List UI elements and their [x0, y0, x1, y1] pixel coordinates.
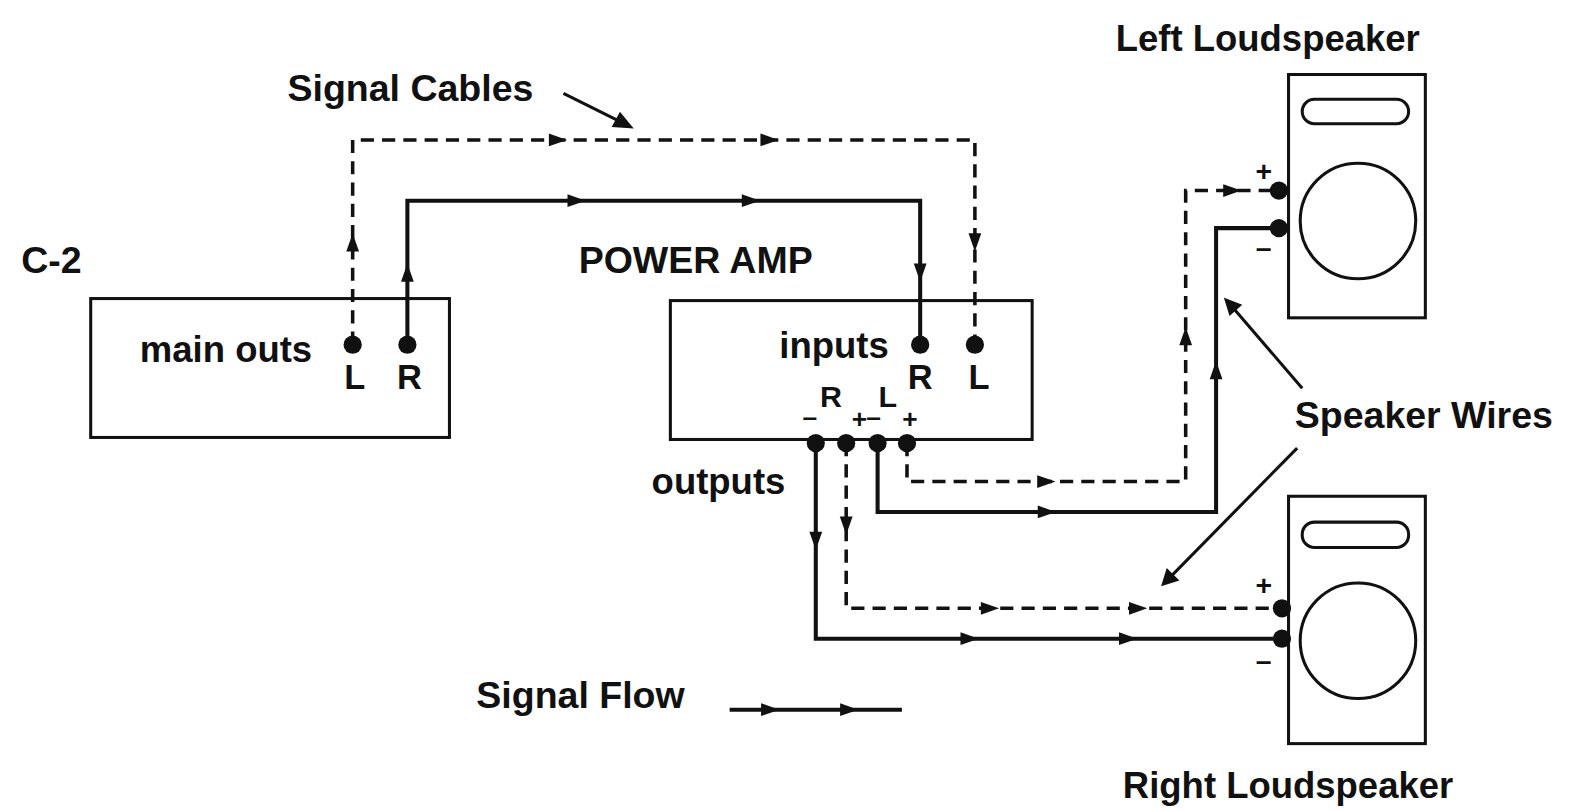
wire-path	[816, 443, 1282, 639]
wire-connector	[401, 194, 927, 344]
component-box: C-2main outs	[89, 297, 451, 439]
leader-line	[1234, 309, 1302, 388]
speaker-port	[1302, 522, 1408, 547]
node-text: outputs	[652, 461, 786, 503]
terminal-label: L	[878, 380, 897, 415]
wire-path	[407, 201, 920, 345]
arrowhead	[961, 632, 979, 645]
wire-path	[907, 191, 1279, 482]
arrowhead	[809, 532, 822, 550]
terminal	[1270, 181, 1288, 199]
wire-path	[846, 443, 1282, 608]
legend-line	[730, 708, 902, 712]
terminal-label: +	[902, 405, 917, 435]
arrowhead	[1038, 506, 1056, 519]
arrowhead	[981, 602, 999, 615]
wire-connector	[346, 134, 981, 345]
terminal-label: L	[344, 357, 365, 397]
wire-connector	[809, 443, 1282, 645]
arrowhead	[1037, 475, 1055, 488]
leader-arrowhead	[1226, 300, 1239, 313]
terminal-label: +	[1255, 570, 1272, 603]
arrowhead	[742, 194, 760, 207]
leader-arrowhead	[614, 115, 630, 127]
legend-sample	[730, 703, 902, 716]
node-title: C-2	[21, 240, 81, 283]
arrowhead	[1179, 327, 1192, 345]
arrowhead	[914, 264, 927, 282]
terminal-label: –	[1256, 645, 1272, 678]
loudspeaker-cabinet: Left Loudspeaker	[1287, 73, 1427, 319]
arrowhead	[1210, 361, 1223, 379]
arrowhead	[761, 703, 779, 716]
wire-path	[353, 140, 975, 345]
terminal-label: +	[1255, 156, 1272, 189]
wire-connector	[878, 228, 1279, 518]
speaker-cone	[1300, 163, 1416, 279]
arrowhead	[346, 233, 359, 251]
node-text: main outs	[140, 329, 312, 371]
arrowhead	[567, 194, 585, 207]
arrowhead	[1119, 632, 1137, 645]
terminal-label: R	[820, 380, 842, 415]
arrowhead	[840, 703, 858, 716]
arrowhead	[840, 517, 853, 535]
node-text: inputs	[779, 325, 888, 367]
terminal-label: –	[1256, 232, 1272, 265]
node-title: Left Loudspeaker	[1116, 18, 1420, 60]
loudspeaker-cabinet: Right Loudspeaker	[1287, 495, 1427, 745]
callout-label: Signal Cables	[287, 68, 533, 111]
arrowhead	[969, 233, 982, 251]
terminal-label: –	[802, 403, 817, 433]
terminal-label: L	[968, 357, 989, 397]
terminal-label: +	[852, 405, 867, 435]
arrowhead	[760, 134, 778, 147]
arrowhead	[1223, 184, 1241, 197]
leader-line	[563, 93, 620, 121]
arrowhead	[1129, 602, 1147, 615]
speaker-port	[1302, 99, 1408, 123]
terminal-label: R	[908, 357, 933, 397]
arrowhead	[549, 134, 567, 147]
node-title: Right Loudspeaker	[1123, 765, 1453, 807]
wire-connector	[840, 443, 1282, 615]
legend-text: Signal Flow	[476, 675, 684, 718]
wire-path	[878, 228, 1279, 512]
terminal-label: R	[397, 357, 422, 397]
node-title: POWER AMP	[579, 240, 813, 283]
speaker-cone	[1300, 583, 1416, 699]
callout-label: Speaker Wires	[1295, 394, 1553, 437]
leader-arrowhead	[1163, 571, 1176, 584]
terminal-label: –	[866, 403, 881, 433]
arrowhead	[401, 264, 414, 282]
